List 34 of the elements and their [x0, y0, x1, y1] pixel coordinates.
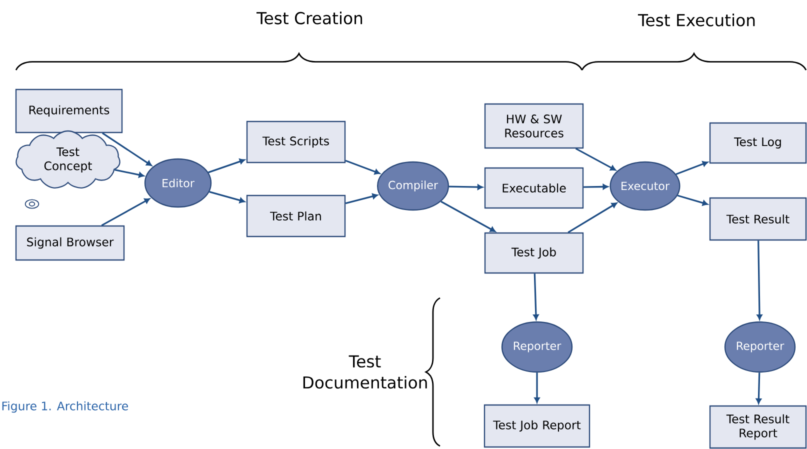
process-box: Signal Browser — [15, 225, 125, 261]
arrow — [756, 372, 762, 404]
arrow — [533, 274, 539, 320]
section-heading: Test Execution — [638, 14, 755, 26]
section-heading: Test Creation — [256, 12, 362, 24]
arrow — [677, 194, 708, 206]
arrow — [676, 161, 708, 175]
process-box: Test Result Report — [709, 405, 807, 449]
section-heading: Test Documentation — [303, 355, 427, 389]
process-box: Test Result — [709, 197, 807, 241]
process-box: Test Job — [484, 232, 584, 274]
process-box: Executable — [484, 167, 584, 209]
arrow — [575, 148, 616, 171]
arrow — [208, 158, 246, 174]
arrow — [440, 200, 496, 232]
arrow — [448, 184, 483, 190]
process-box: Test Job Report — [484, 404, 590, 448]
arrow — [345, 194, 378, 204]
arrow — [209, 191, 245, 204]
process-box: Test Plan — [246, 194, 346, 238]
arrow — [756, 240, 762, 320]
concept-cloud: Test Concept — [16, 130, 120, 189]
arrow — [584, 184, 608, 190]
process-box: Test Log — [709, 122, 807, 164]
arrow — [101, 198, 150, 226]
arrow — [568, 202, 618, 234]
process-box: Requirements — [15, 88, 123, 134]
arrow — [102, 132, 152, 166]
arrow — [345, 160, 380, 175]
process-box: HW & SW Resources — [484, 103, 584, 149]
arrow — [534, 372, 540, 403]
process-box: Test Scripts — [246, 120, 346, 164]
arrow — [114, 168, 144, 178]
figure-caption: Figure 1. Architecture — [2, 401, 128, 413]
